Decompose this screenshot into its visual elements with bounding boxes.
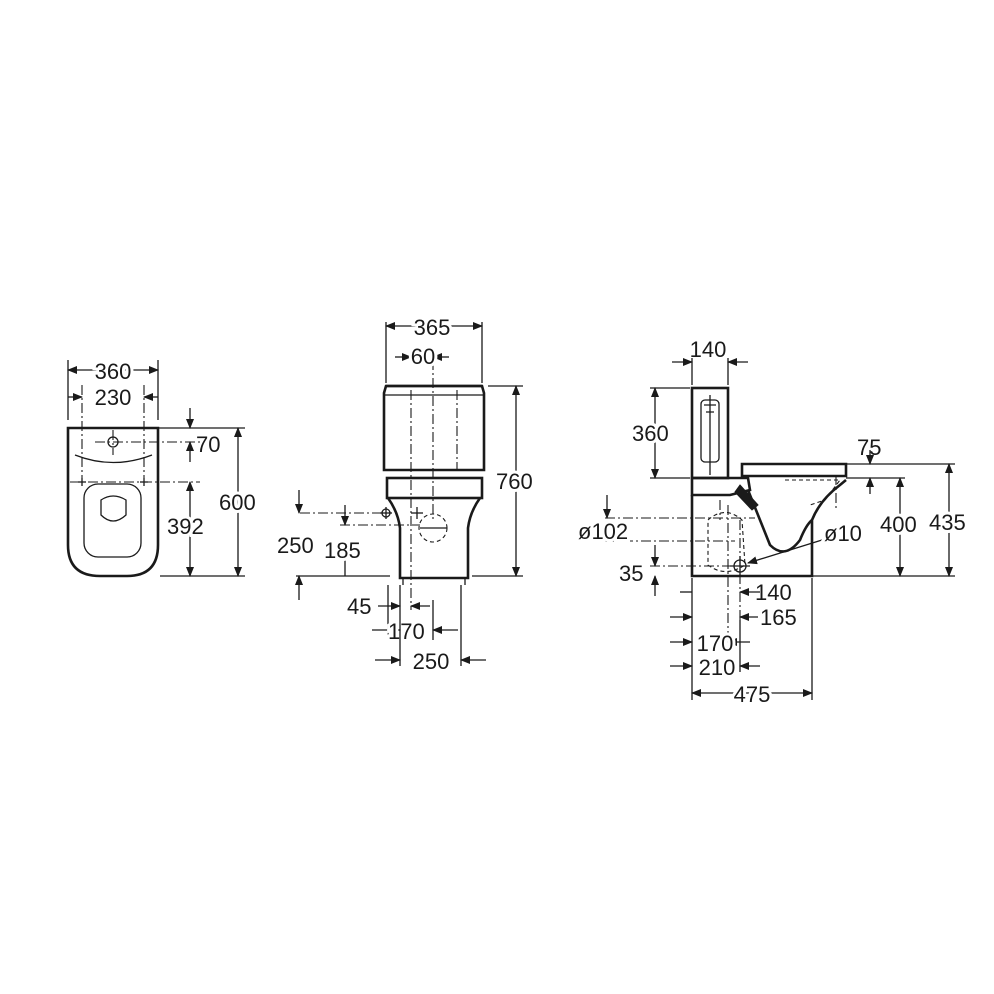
side-view: 140 360 75 ø102 ø10 400 435 35 140 — [575, 337, 969, 710]
dim-250-height: 250 — [277, 533, 314, 558]
dim-400: 400 — [880, 512, 917, 537]
seat-band-front — [385, 476, 484, 500]
dim-45: 45 — [347, 594, 371, 619]
front-view: 365 60 760 250 185 45 170 250 — [277, 312, 536, 674]
top-view-outline — [66, 426, 160, 578]
dim-760: 760 — [496, 469, 533, 494]
dim-75: 75 — [857, 435, 881, 460]
dim-140-fix: 140 — [755, 580, 792, 605]
dim-35: 35 — [619, 561, 643, 586]
dim-250-width: 250 — [413, 649, 450, 674]
dim-435: 435 — [929, 510, 966, 535]
dim-210: 210 — [699, 655, 736, 680]
top-view: 360 230 70 600 392 — [66, 356, 259, 578]
cistern-front — [382, 384, 486, 472]
dim-d10: ø10 — [824, 521, 862, 546]
dim-360: 360 — [95, 359, 132, 384]
dim-165: 165 — [760, 605, 797, 630]
dim-170-front: 170 — [388, 619, 425, 644]
seat-side — [740, 462, 848, 478]
dim-475: 475 — [734, 682, 771, 707]
dim-230: 230 — [95, 385, 132, 410]
dim-140-cistern: 140 — [690, 337, 727, 362]
pedestal-front — [386, 497, 482, 580]
dim-70: 70 — [196, 432, 220, 457]
dim-185: 185 — [324, 538, 361, 563]
dim-600: 600 — [219, 490, 256, 515]
seat-outline — [83, 483, 142, 558]
trap-outline — [707, 511, 746, 573]
dim-d102: ø102 — [578, 519, 628, 544]
dim-360-cistern: 360 — [632, 421, 669, 446]
dim-60: 60 — [411, 344, 435, 369]
dim-365: 365 — [414, 315, 451, 340]
dim-170-side: 170 — [697, 631, 734, 656]
dim-392: 392 — [167, 514, 204, 539]
